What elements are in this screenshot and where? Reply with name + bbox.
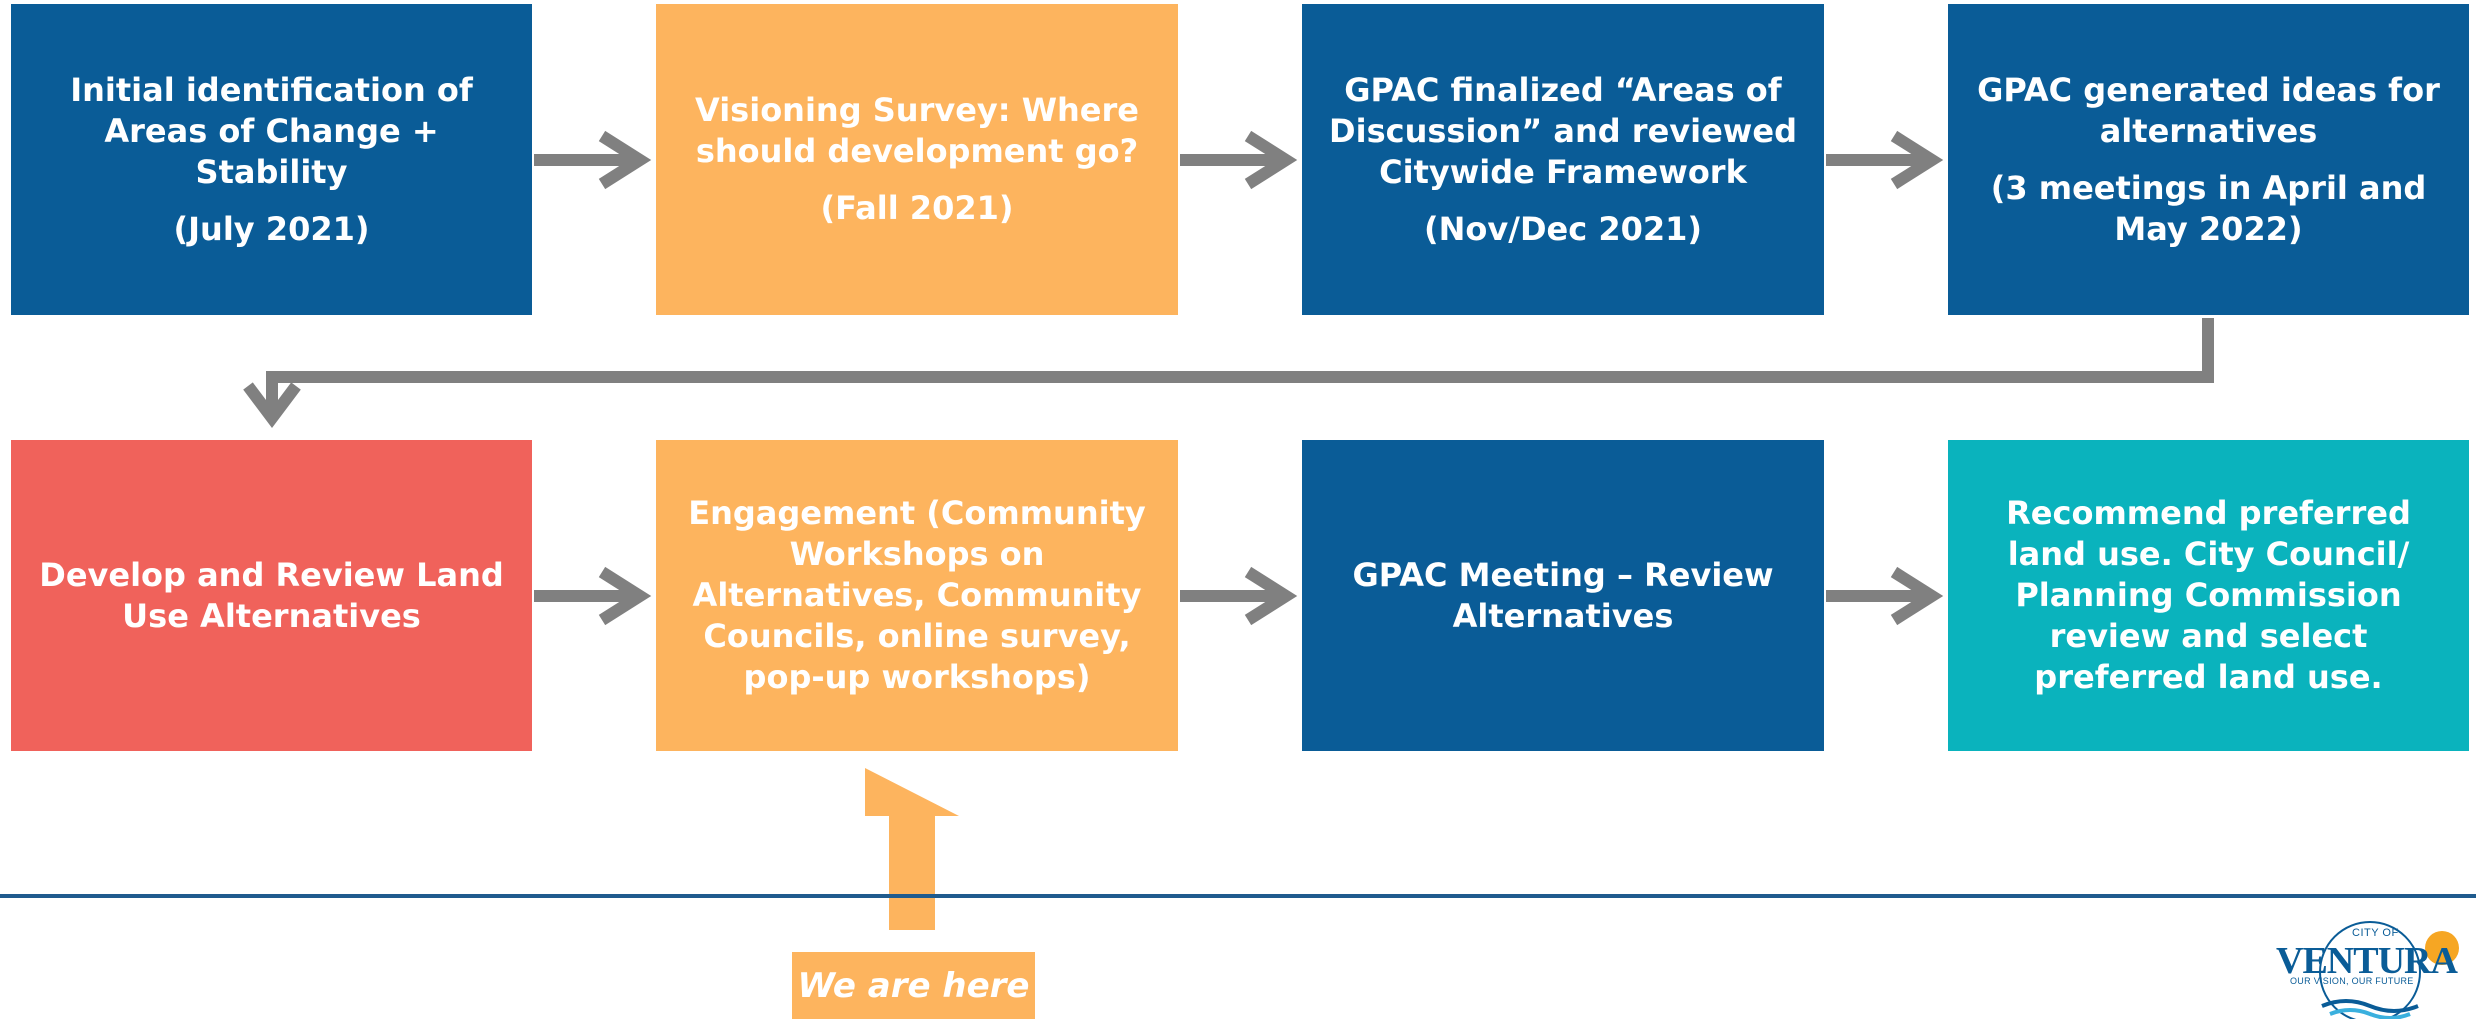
arrow-2-3: [1180, 130, 1298, 190]
city-logo: [2319, 921, 2459, 1019]
we-are-here-arrow: [865, 768, 959, 930]
step-5-title: Develop and Review Land Use Alternatives: [39, 555, 504, 635]
step-6-title: Engagement (Community Workshops on Alter…: [688, 494, 1146, 696]
arrow-1-2: [534, 130, 652, 190]
step-2-box: Visioning Survey: Where should developme…: [656, 4, 1178, 315]
arrow-4-5: [243, 318, 2214, 428]
step-1-box: Initial identification of Areas of Chang…: [11, 4, 532, 315]
step-3-date: (Nov/Dec 2021): [1424, 209, 1702, 248]
step-4-box: GPAC generated ideas for alternatives (3…: [1948, 4, 2469, 315]
step-7-box: GPAC Meeting – Review Alternatives: [1302, 440, 1824, 751]
step-6-box: Engagement (Community Workshops on Alter…: [656, 440, 1178, 751]
step-7-title: GPAC Meeting – Review Alternatives: [1352, 555, 1774, 635]
step-5-box: Develop and Review Land Use Alternatives: [11, 440, 532, 751]
logo-city-of: CITY OF: [2352, 927, 2399, 939]
we-are-here-label: We are here: [792, 952, 1035, 1019]
step-2-date: (Fall 2021): [820, 189, 1014, 227]
step-3-box: GPAC finalized “Areas of Discussion” and…: [1302, 4, 1824, 315]
step-4-date: (3 meetings in April and May 2022): [1990, 168, 2427, 248]
we-are-here-text: We are here: [797, 965, 1030, 1006]
step-2-title: Visioning Survey: Where should developme…: [695, 91, 1139, 170]
step-8-title: Recommend preferred land use. City Counc…: [2006, 494, 2411, 696]
arrow-3-4: [1826, 130, 1944, 190]
step-8-box: Recommend preferred land use. City Counc…: [1948, 440, 2469, 751]
logo-tagline: OUR VISION, OUR FUTURE: [2290, 976, 2414, 986]
step-1-date: (July 2021): [173, 209, 370, 248]
arrow-6-7: [1180, 566, 1298, 626]
step-4-title: GPAC generated ideas for alternatives: [1977, 70, 2440, 150]
logo-ventura: VENTURA: [2276, 940, 2458, 982]
step-1-title: Initial identification of Areas of Chang…: [70, 70, 473, 191]
arrow-7-8: [1826, 566, 1944, 626]
step-3-title: GPAC finalized “Areas of Discussion” and…: [1329, 70, 1797, 191]
arrow-5-6: [534, 566, 652, 626]
